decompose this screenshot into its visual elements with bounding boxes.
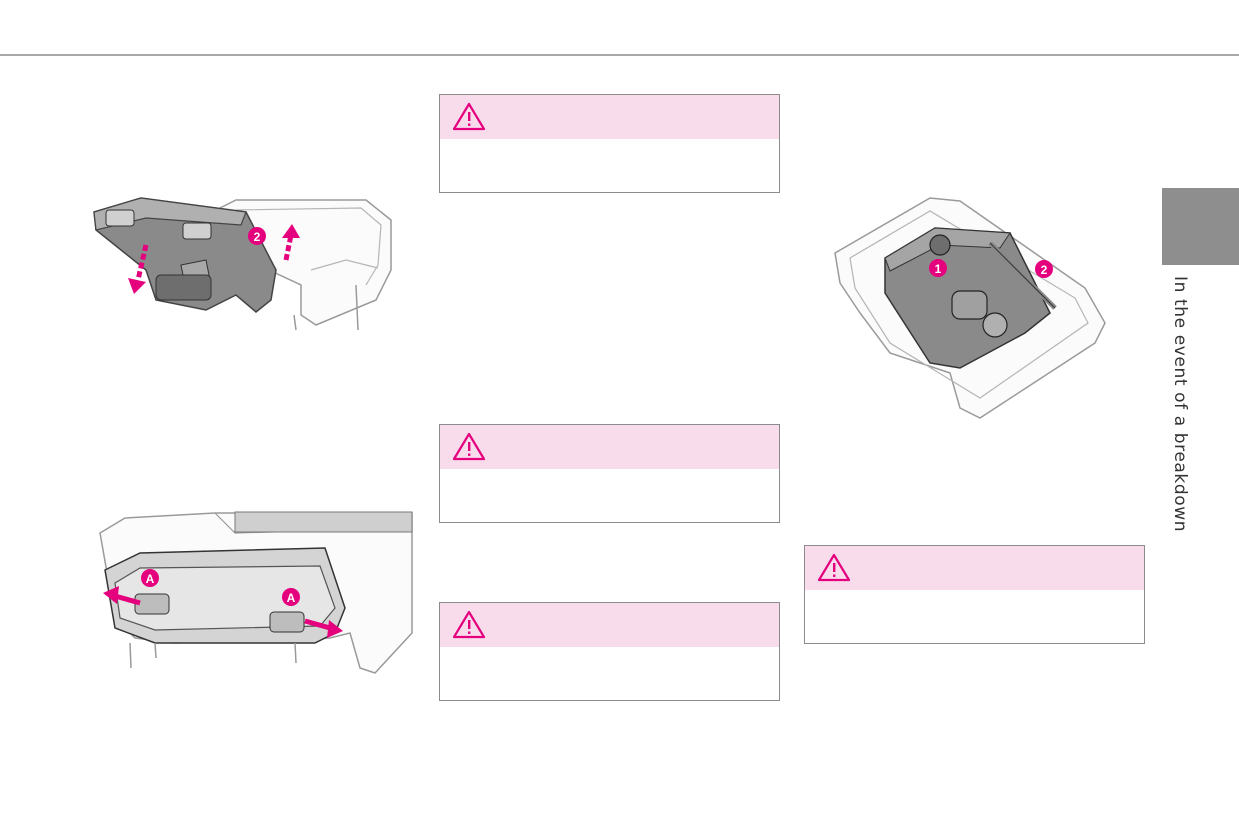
warning-header xyxy=(440,95,779,139)
callout-a-right: A xyxy=(287,591,296,605)
repair-kit-figure: 1 2 xyxy=(834,197,1106,419)
warning-triangle-icon xyxy=(817,553,851,582)
storage-tray-figure: 2 xyxy=(93,197,392,331)
chapter-label: In the event of a breakdown xyxy=(1170,276,1190,533)
warning-triangle-icon xyxy=(452,102,486,131)
warning-box xyxy=(439,94,780,193)
warning-header xyxy=(440,425,779,469)
warning-box xyxy=(804,545,1145,644)
header-rule xyxy=(0,54,1239,56)
callout-2: 2 xyxy=(1041,263,1048,277)
warning-box xyxy=(439,602,780,701)
warning-header xyxy=(805,546,1144,590)
warning-triangle-icon xyxy=(452,432,486,461)
seat-clips-figure: A A xyxy=(99,511,413,674)
callout-1: 1 xyxy=(935,262,942,276)
warning-box xyxy=(439,424,780,523)
chapter-tab[interactable] xyxy=(1162,188,1239,265)
callout-2: 2 xyxy=(254,230,261,244)
warning-header xyxy=(440,603,779,647)
warning-triangle-icon xyxy=(452,610,486,639)
callout-a-left: A xyxy=(146,572,155,586)
